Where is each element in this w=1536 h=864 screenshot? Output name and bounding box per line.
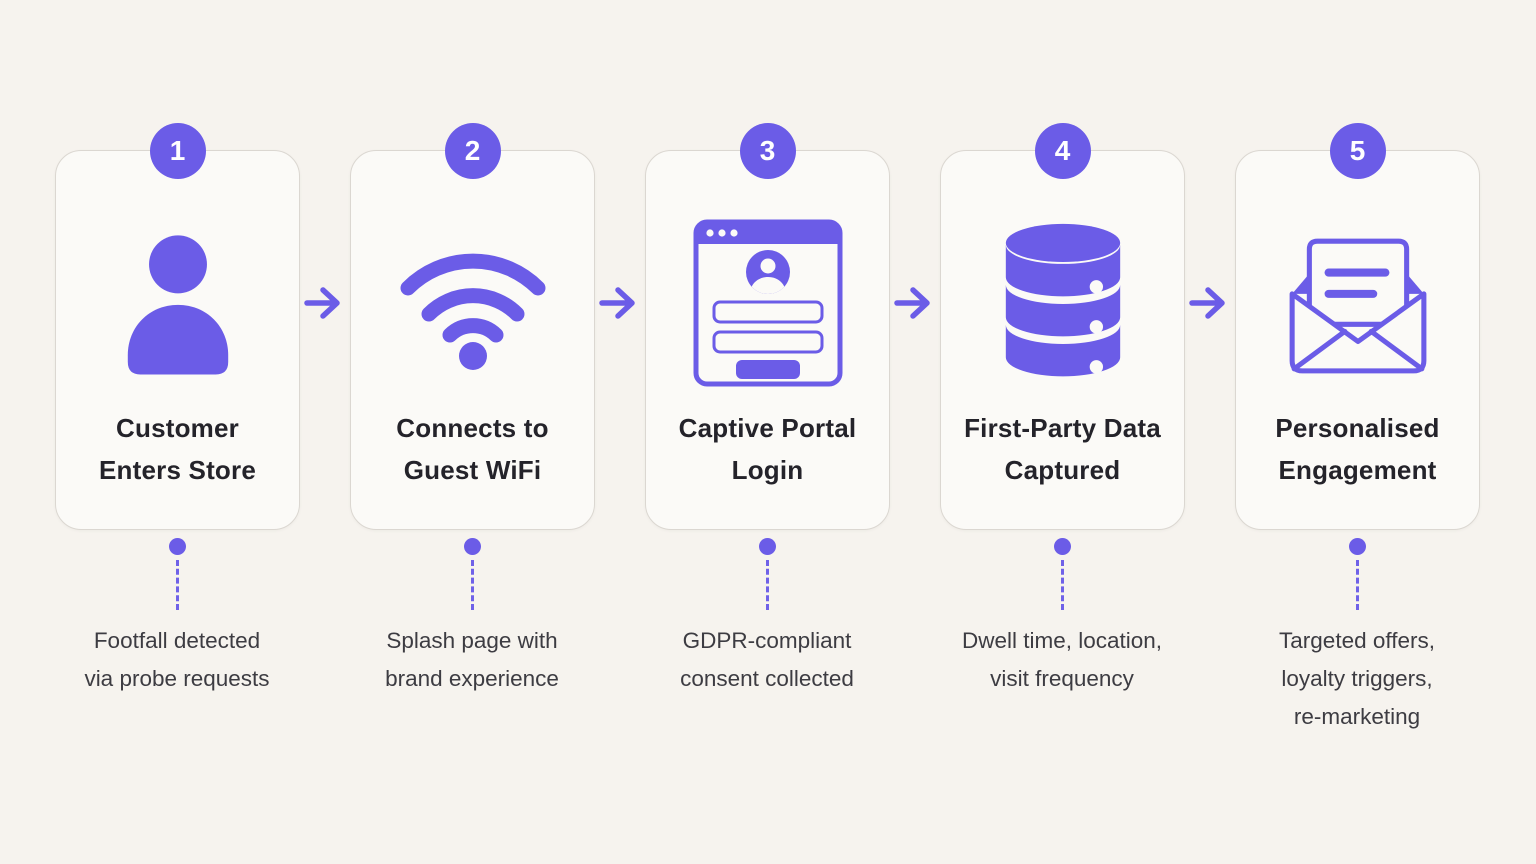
- connector-dashed-line: [1061, 560, 1064, 610]
- connector-dot: [758, 538, 776, 555]
- connector-dot: [1348, 538, 1366, 555]
- step-number-badge: 5: [1329, 123, 1386, 179]
- step-card-4: 4 First-Party Data Captured: [940, 123, 1185, 530]
- step-title: Customer Enters Store: [98, 413, 256, 485]
- step-number-badge: 3: [739, 123, 796, 179]
- step-card-2: 2 Connects to Guest WiFi: [350, 123, 595, 530]
- arrow-right-icon: [893, 285, 933, 321]
- arrow-right-icon: [303, 285, 343, 321]
- database-icon: [941, 203, 1184, 403]
- person-icon: [56, 203, 299, 403]
- connector-dashed-line: [1356, 560, 1359, 610]
- arrow-right-icon: [598, 285, 638, 321]
- connector-dashed-line: [471, 560, 474, 610]
- step-title: Captive Portal Login: [678, 413, 857, 485]
- step-caption: Dwell time, location, visit frequency: [961, 628, 1163, 691]
- captive-portal-icon: [646, 203, 889, 403]
- step-number-badge: 2: [444, 123, 501, 179]
- step-caption: Targeted offers, loyalty triggers, re-ma…: [1279, 628, 1435, 729]
- step-title: Connects to Guest WiFi: [396, 413, 549, 485]
- step-title: Personalised Engagement: [1275, 413, 1440, 485]
- step-number-badge: 1: [149, 123, 206, 179]
- connector-dot: [1053, 538, 1071, 555]
- step-caption: GDPR-compliant consent collected: [680, 628, 854, 691]
- step-title: First-Party Data Captured: [964, 413, 1161, 485]
- connector-dashed-line: [766, 560, 769, 610]
- step-card-1: 1 Customer Enters Store: [55, 123, 300, 530]
- connector-dot: [168, 538, 186, 555]
- step-card-3: 3 Captive Portal Login: [645, 123, 890, 530]
- arrow-right-icon: [1188, 285, 1228, 321]
- envelope-icon: [1236, 203, 1479, 403]
- step-caption: Footfall detected via probe requests: [84, 628, 270, 691]
- step-number-badge: 4: [1034, 123, 1091, 179]
- connector-dot: [463, 538, 481, 555]
- wifi-icon: [351, 203, 594, 403]
- step-card-5: 5 Personalised Engagement: [1235, 123, 1480, 530]
- step-caption: Splash page with brand experience: [385, 628, 559, 691]
- connector-dashed-line: [176, 560, 179, 610]
